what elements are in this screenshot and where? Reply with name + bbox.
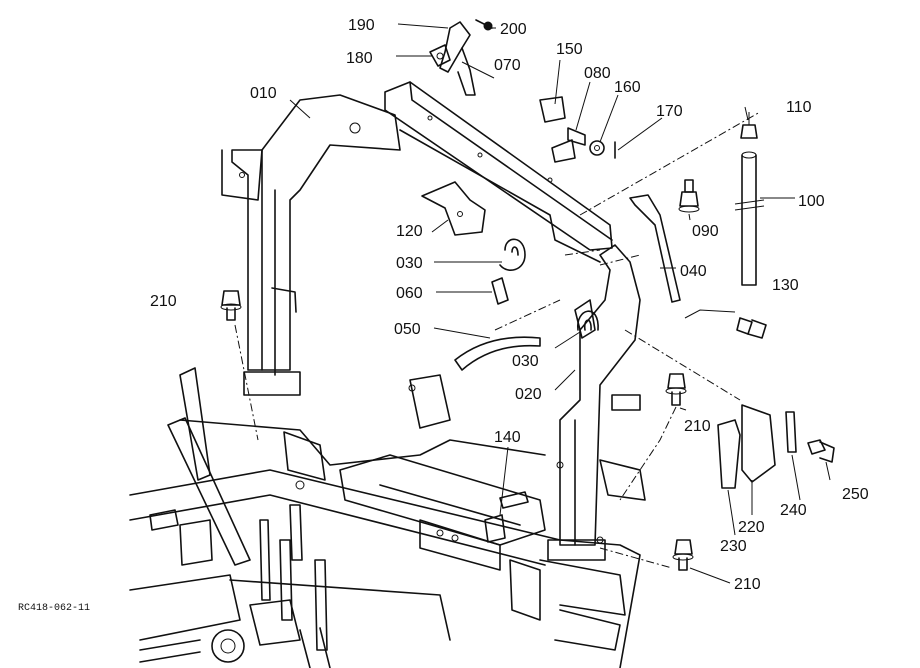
frame-pillar-010 [221,94,401,396]
label-060: 060 [396,285,423,302]
label-010: 010 [250,85,277,102]
label-080: 080 [584,65,611,82]
cross-beam-070 [384,81,613,263]
bracket-150 [539,96,586,163]
rod-100 [734,151,765,286]
bolt-210-middle [665,373,687,406]
label-240: 240 [780,502,807,519]
cable-guide-050 [454,336,541,371]
label-210-middle: 210 [684,418,711,435]
spacer-060 [491,277,509,305]
frame-pillar-020 [547,244,641,561]
label-160: 160 [614,79,641,96]
label-040: 040 [680,263,707,280]
bolt-090 [678,179,700,213]
bolt-210-lower [672,539,694,571]
label-210-lower: 210 [734,576,761,593]
label-220: 220 [738,519,765,536]
label-250: 250 [842,486,869,503]
clip-030-upper [499,238,526,271]
label-100: 100 [798,193,825,210]
label-170: 170 [656,103,683,120]
bolt-210-left [220,290,242,321]
lever-assembly-190 [429,19,493,96]
label-130: 130 [772,277,799,294]
label-190: 190 [348,17,375,34]
bolt-250 [807,439,835,463]
bolt-130 [736,317,767,339]
label-030-lower: 030 [512,353,539,370]
plate-240 [785,411,797,453]
clip-030-lower [577,310,599,331]
block-140 [484,491,529,543]
label-230: 230 [720,538,747,555]
label-090: 090 [692,223,719,240]
chassis-frame [129,367,646,668]
label-030-upper: 030 [396,255,423,272]
label-020: 020 [515,386,542,403]
label-110: 110 [786,99,812,116]
label-210-left: 210 [150,293,177,310]
part-labels: 190 200 180 150 070 080 160 010 110 170 … [18,17,869,614]
cover-plate-220 [741,404,776,483]
leader-lines [234,23,831,584]
label-070: 070 [494,57,521,74]
nut-110 [740,112,758,139]
seal-strip-230 [717,419,741,489]
washer-160 [589,140,605,156]
label-150: 150 [556,41,583,58]
drawing-reference: RC418-062-11 [18,603,90,614]
label-120: 120 [396,223,423,240]
link-rod-040 [629,194,681,303]
plate-120 [421,181,486,236]
label-050: 050 [394,321,421,338]
label-200: 200 [500,21,527,38]
label-140: 140 [494,429,521,446]
label-180: 180 [346,50,373,67]
